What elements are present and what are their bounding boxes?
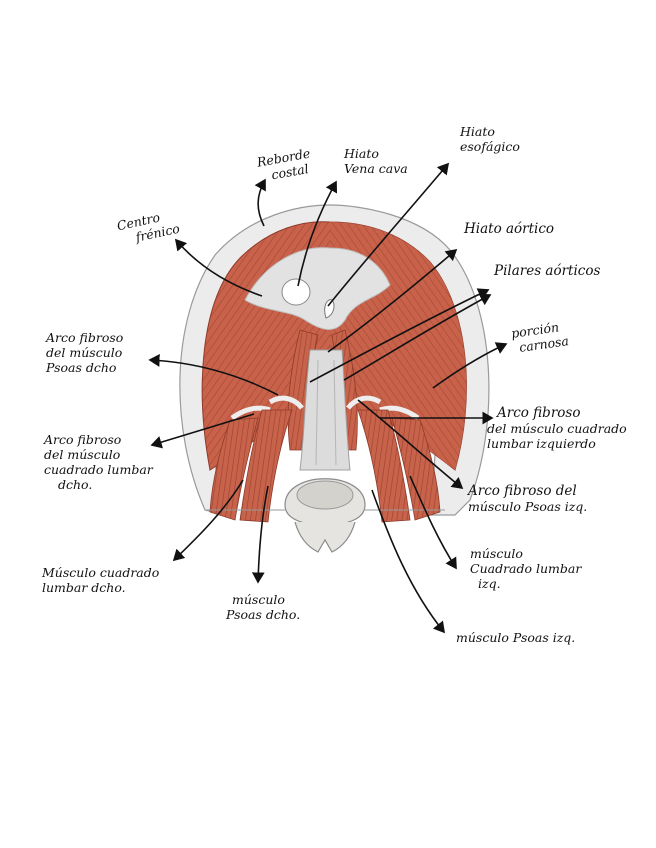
label-arco-psoas-izq: Arco fibroso del músculo Psoas izq.: [468, 483, 588, 515]
arrow-aortico: [327, 248, 458, 353]
arrow-cuadrado-lumbar-dcho: [172, 479, 244, 562]
arrow-vena-cava: [297, 180, 338, 287]
label-arco-psoas-dcho: Arco fibroso del músculo Psoas dcho: [46, 330, 124, 375]
arrow-esofagico: [327, 162, 450, 307]
leader-lines: [148, 162, 508, 634]
label-arco-cuadrado-dcho: Arco fibroso del músculo cuadrado lumbar…: [44, 432, 153, 492]
arrow-cuadrado-lumbar-izq: [409, 475, 457, 570]
label-hiato-aortico: Hiato aórtico: [464, 221, 555, 237]
psoas-left: [357, 409, 411, 523]
label-psoas-izq: músculo Psoas izq.: [456, 630, 576, 645]
medial-arcuate-left: [346, 395, 382, 410]
arrow-centro-frenico: [174, 238, 263, 297]
arrow-porcion-carnosa: [432, 342, 508, 389]
arrow-arco-cuadrado-dcho: [150, 413, 255, 449]
label-hiato-vena-cava: Hiato Vena cava: [344, 146, 408, 176]
vena-cava-hole: [281, 278, 311, 306]
lateral-arcuate-right: [230, 405, 271, 421]
lateral-arcuate-left: [379, 405, 420, 421]
label-cuadrado-lumbar-dcho: Músculo cuadrado lumbar dcho.: [42, 565, 160, 595]
label-pilares-aorticos: Pilares aórticos: [494, 263, 601, 279]
arrow-psoas-izq: [371, 489, 446, 634]
arrow-pilar-1: [309, 288, 490, 383]
medial-arcuate-right: [268, 395, 304, 410]
central-tendon: [244, 247, 391, 330]
label-psoas-dcho: músculo Psoas dcho.: [226, 592, 301, 622]
label-hiato-esofagico: Hiato esofágico: [460, 124, 520, 154]
label-cuadrado-lumbar-izq: músculo Cuadrado lumbar izq.: [470, 546, 582, 591]
label-arco-cuadrado-izq: Arco fibroso del músculo cuadrado lumbar…: [487, 405, 627, 452]
arrow-reborde-costal: [254, 178, 266, 227]
psoas-right: [239, 409, 293, 523]
arrow-psoas-dcho: [251, 485, 269, 584]
arrow-arco-psoas-dcho: [148, 354, 279, 396]
quadratus-lumborum-right: [209, 417, 259, 521]
arrow-arco-psoas-izq: [357, 399, 464, 490]
arrow-pilar-2: [343, 293, 492, 381]
